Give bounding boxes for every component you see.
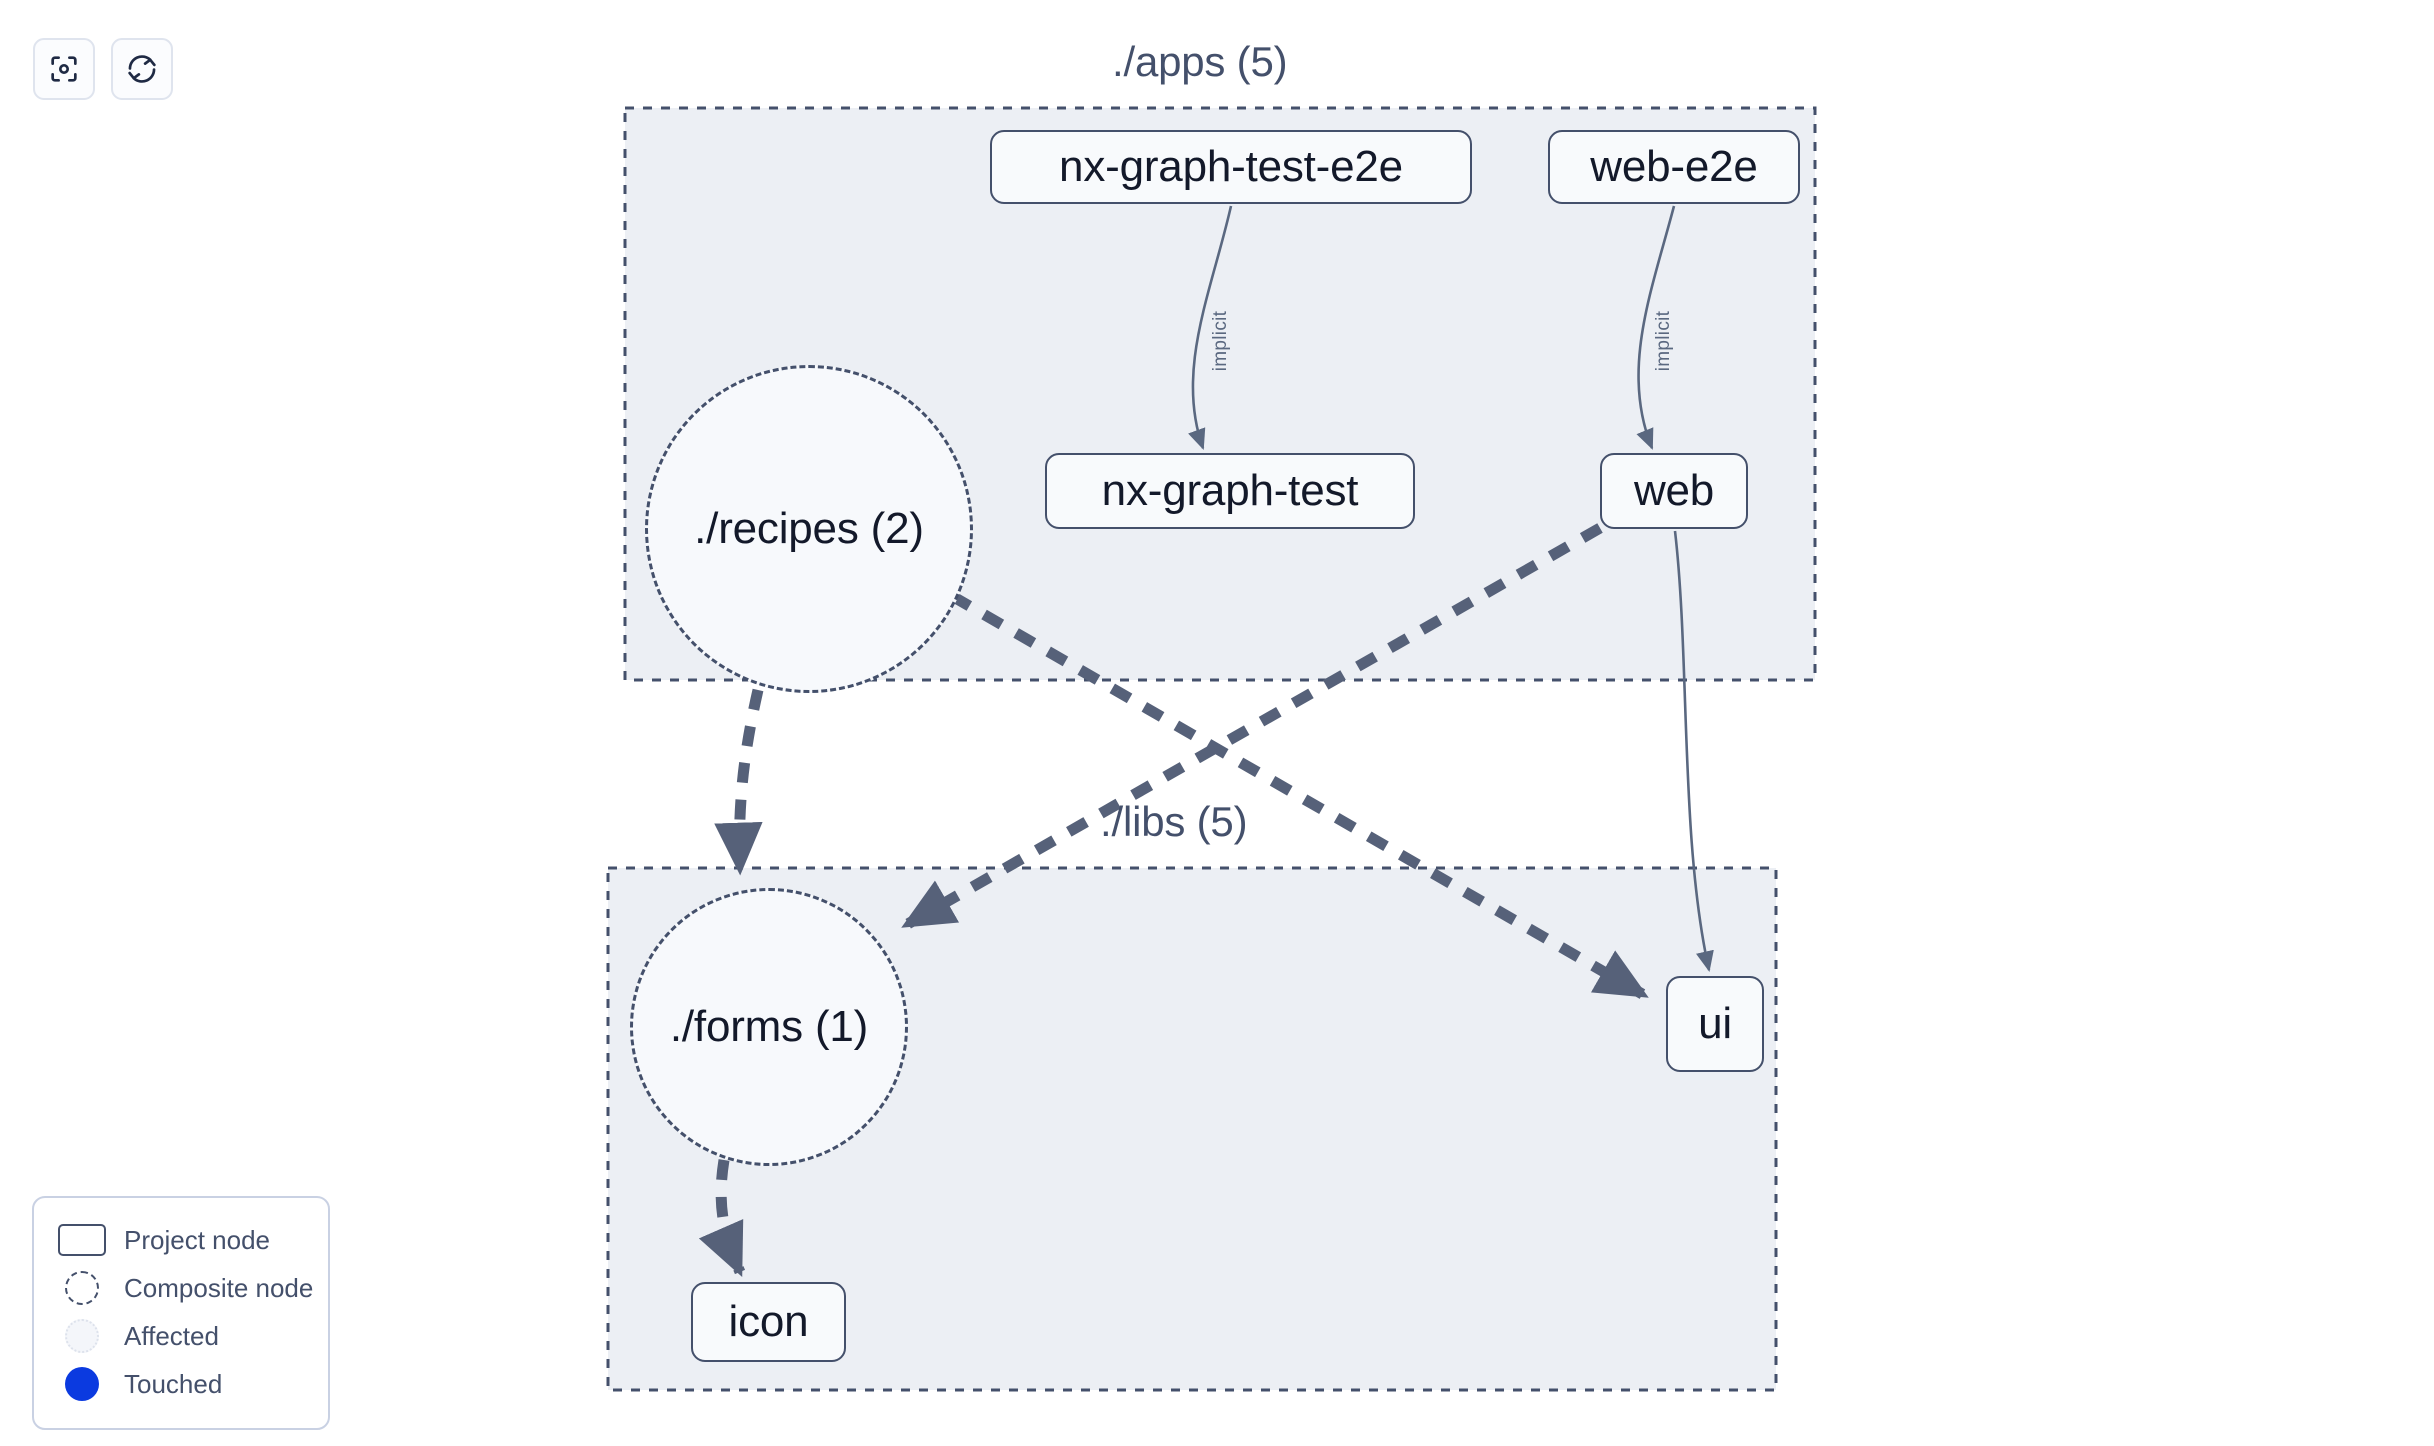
refresh-icon — [125, 52, 159, 86]
edge-web-to-ui — [1673, 530, 1714, 973]
legend-label-composite-node: Composite node — [124, 1272, 314, 1303]
group-label-apps: ./apps (5) — [1112, 38, 1288, 85]
affected-swatch — [54, 1319, 110, 1353]
edge-nx-graph-test-e2e-to-nx-graph-test — [1188, 205, 1233, 450]
legend-label-touched: Touched — [124, 1368, 223, 1399]
node-web[interactable]: web — [1600, 453, 1748, 529]
node-web-e2e[interactable]: web-e2e — [1548, 130, 1800, 204]
node-icon[interactable]: icon — [691, 1282, 846, 1362]
edge-recipes-to-forms — [714, 688, 764, 876]
legend-label-project-node: Project node — [124, 1224, 270, 1255]
legend-item-composite-node: Composite node — [54, 1264, 313, 1312]
refresh-graph-button[interactable] — [111, 38, 173, 100]
node-forms-composite[interactable]: ./forms (1) — [630, 888, 908, 1166]
composite-node-swatch — [54, 1271, 110, 1305]
node-ui[interactable]: ui — [1666, 976, 1764, 1072]
node-nx-graph-test-e2e[interactable]: nx-graph-test-e2e — [990, 130, 1472, 204]
graph-toolbar — [33, 38, 173, 100]
legend-item-project-node: Project node — [54, 1216, 308, 1264]
node-nx-graph-test[interactable]: nx-graph-test — [1045, 453, 1415, 529]
project-node-swatch — [54, 1224, 110, 1256]
edge-web-to-forms — [901, 523, 1603, 930]
focus-graph-button[interactable] — [33, 38, 95, 100]
edge-forms-to-icon — [698, 1159, 746, 1278]
focus-target-icon — [47, 52, 81, 86]
edge-web-e2e-to-web — [1636, 205, 1676, 450]
legend-item-affected: Affected — [54, 1312, 308, 1360]
node-recipes-composite[interactable]: ./recipes (2) — [645, 365, 973, 693]
graph-legend: Project node Composite node Affected Tou… — [32, 1196, 330, 1430]
legend-item-touched: Touched — [54, 1360, 308, 1408]
touched-swatch — [54, 1367, 110, 1401]
group-label-libs: ./libs (5) — [1100, 798, 1248, 845]
legend-label-affected: Affected — [124, 1320, 219, 1351]
